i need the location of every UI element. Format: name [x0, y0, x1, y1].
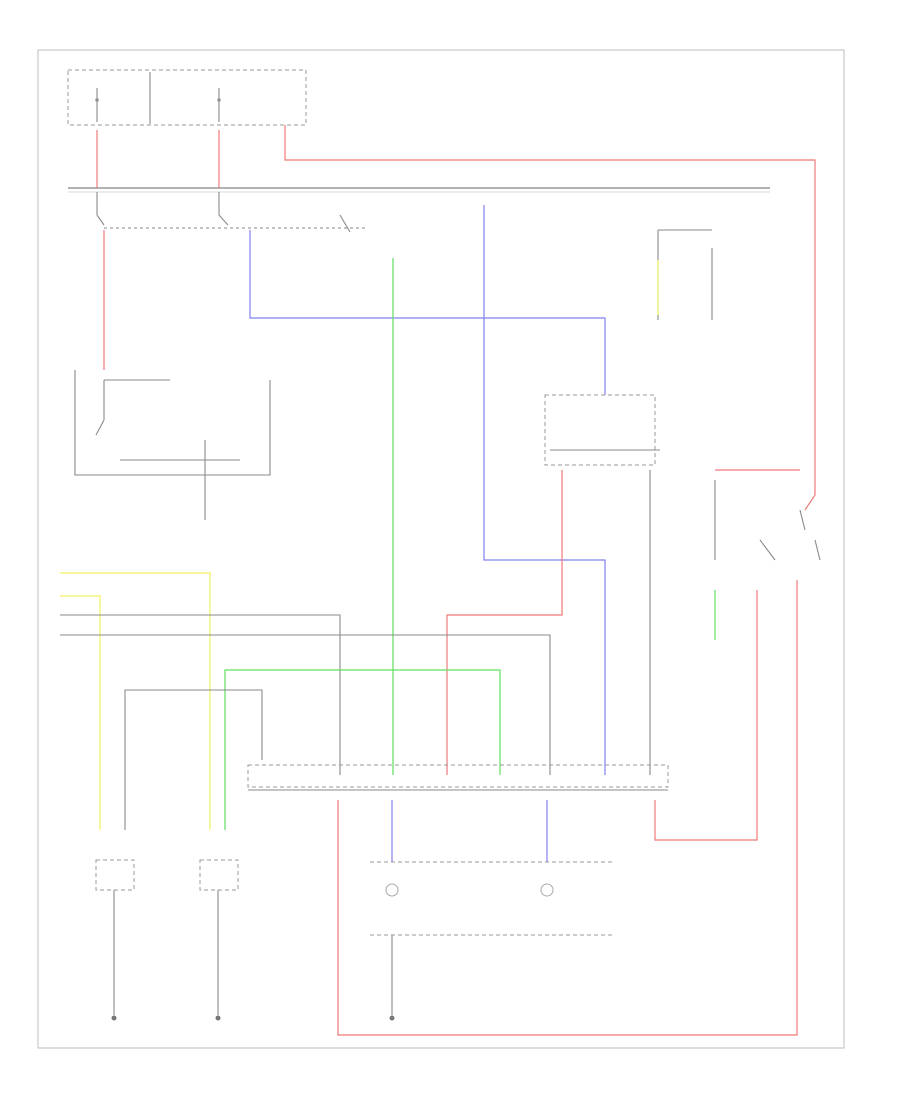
wire-red-right-a — [654, 590, 758, 841]
diagram-frame — [37, 49, 845, 1049]
wire-yellow-1 — [60, 572, 211, 830]
wire-red-switch — [446, 470, 563, 775]
gauge-assembly — [370, 861, 615, 936]
right-ground — [215, 1015, 221, 1021]
fuse-relay-box — [67, 69, 307, 126]
wire-gray-2 — [60, 634, 551, 775]
cluster-ground — [389, 1015, 395, 1021]
wire-gray-1 — [60, 614, 341, 775]
hazard-switch — [96, 192, 365, 233]
wire-red-right-b — [337, 580, 798, 1036]
turn-signal-connector — [247, 764, 669, 791]
wire-red-right-feed — [284, 125, 816, 511]
left-front-turn-lamp — [95, 859, 135, 1015]
wire-gray-3 — [124, 689, 263, 830]
top-right-ground — [657, 229, 713, 320]
flasher-relay — [74, 370, 271, 520]
wire-green-loop — [224, 669, 501, 830]
wire-blue-turn — [483, 205, 606, 775]
wire-yellow-2 — [60, 595, 101, 830]
left-ground — [111, 1015, 117, 1021]
right-front-turn-lamp — [199, 859, 239, 1015]
side-switch — [714, 480, 821, 561]
turn-signal-switch — [544, 394, 660, 466]
wire-blue-hazard — [249, 230, 606, 395]
